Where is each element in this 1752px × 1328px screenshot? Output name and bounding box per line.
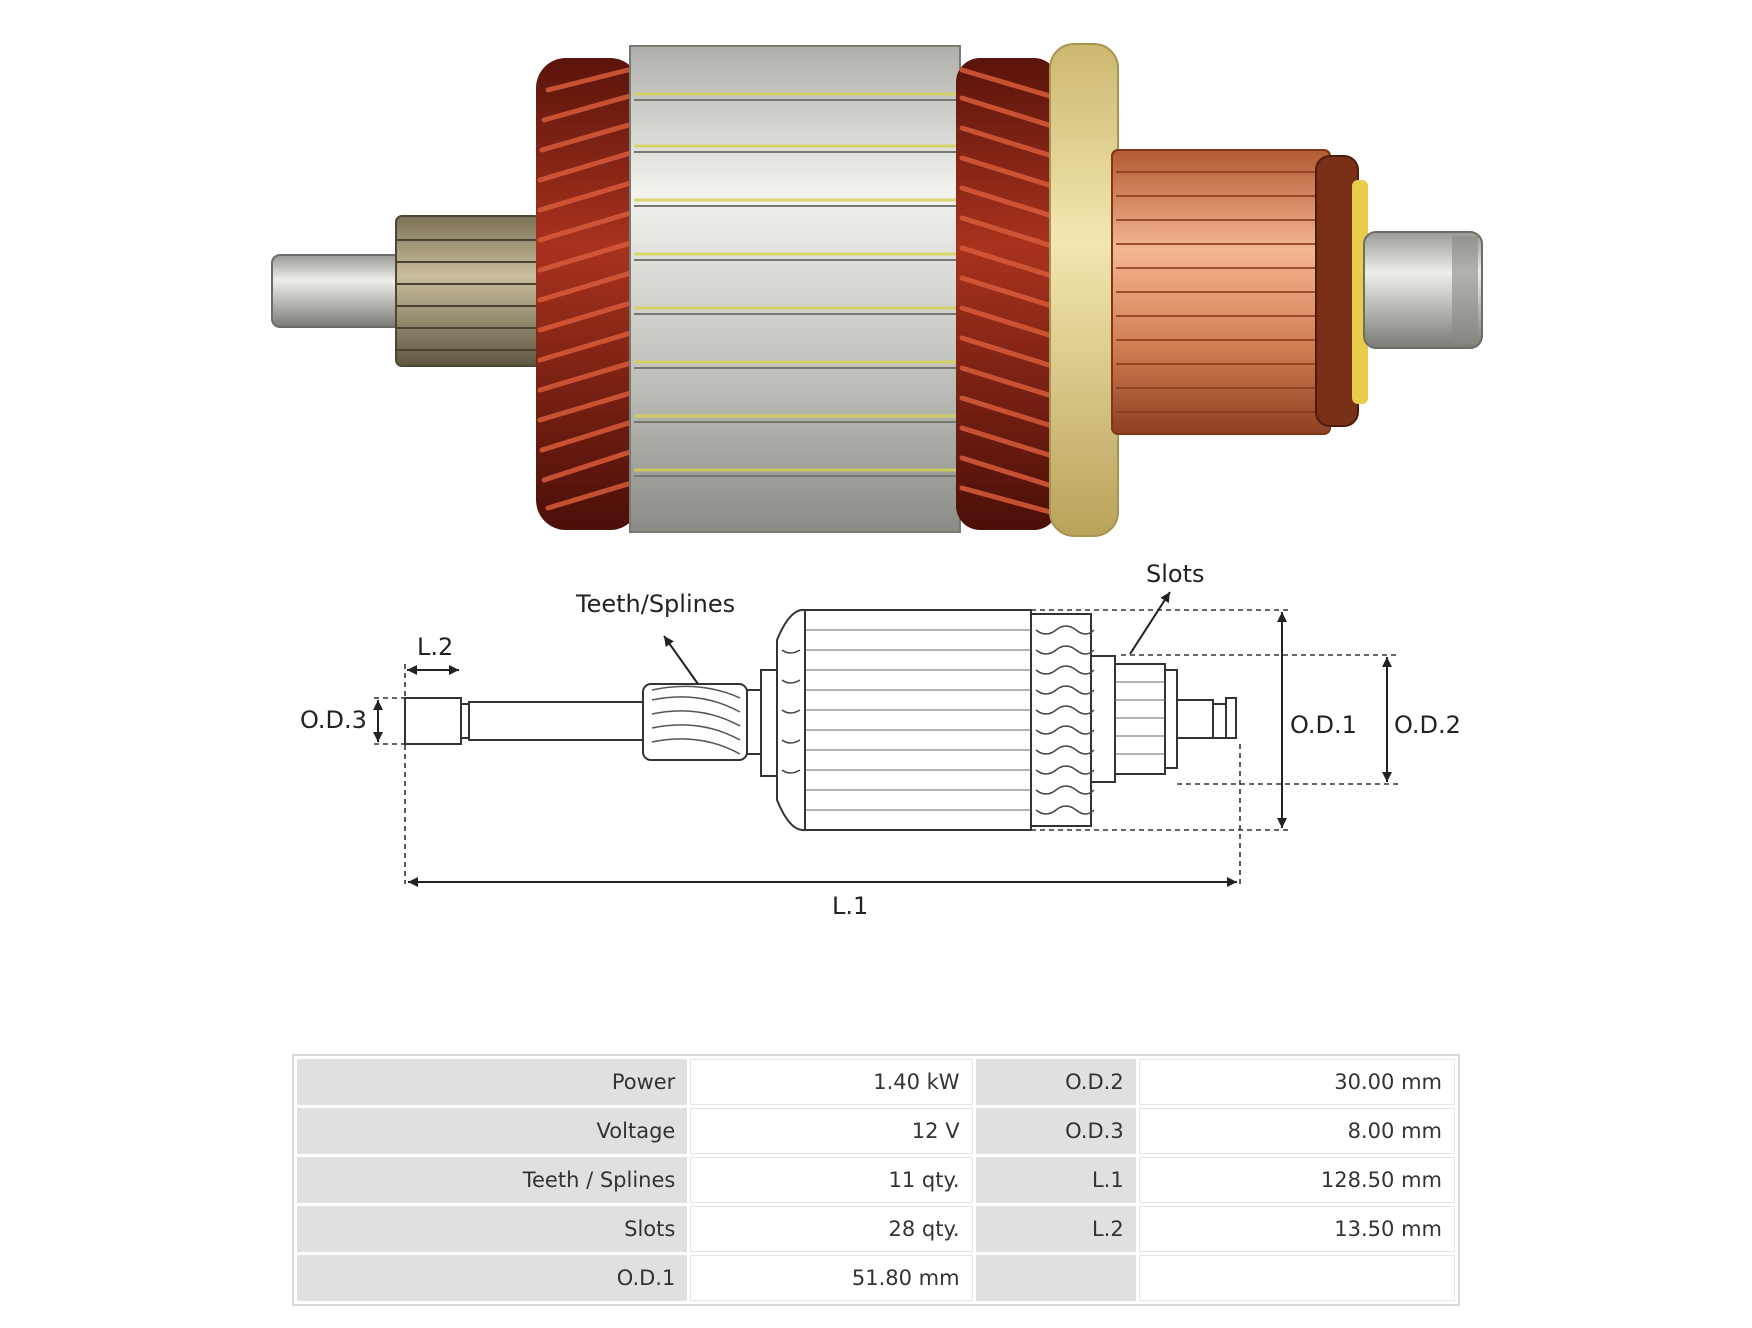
label-l2: L.2 <box>417 633 453 661</box>
spec-value: 128.50 mm <box>1138 1157 1455 1203</box>
spec-row: Voltage 12 V O.D.3 8.00 mm <box>297 1108 1455 1154</box>
dimension-drawing: Teeth/Splines Slots L.2 O.D.3 O.D.1 O.D.… <box>300 560 1461 920</box>
label-teeth-splines: Teeth/Splines <box>575 590 735 618</box>
spec-value: 11 qty. <box>690 1157 973 1203</box>
spec-value: 51.80 mm <box>690 1255 973 1301</box>
spec-key: O.D.2 <box>975 1059 1136 1105</box>
spec-value: 1.40 kW <box>690 1059 973 1105</box>
spec-value: 30.00 mm <box>1138 1059 1455 1105</box>
spec-row: O.D.1 51.80 mm <box>297 1255 1455 1301</box>
spec-value: 12 V <box>690 1108 973 1154</box>
spec-key: O.D.3 <box>975 1108 1136 1154</box>
spec-value: 8.00 mm <box>1138 1108 1455 1154</box>
spec-key: O.D.1 <box>297 1255 688 1301</box>
spec-row: Teeth / Splines 11 qty. L.1 128.50 mm <box>297 1157 1455 1203</box>
spec-key: Power <box>297 1059 688 1105</box>
spec-row: Slots 28 qty. L.2 13.50 mm <box>297 1206 1455 1252</box>
label-l1: L.1 <box>832 892 868 920</box>
spec-row: Power 1.40 kW O.D.2 30.00 mm <box>297 1059 1455 1105</box>
spec-key: Voltage <box>297 1108 688 1154</box>
armature-photo <box>271 43 1483 537</box>
label-od1: O.D.1 <box>1290 711 1357 739</box>
label-slots: Slots <box>1146 560 1205 588</box>
label-od3: O.D.3 <box>300 706 367 734</box>
spec-key <box>975 1255 1136 1301</box>
spec-value: 13.50 mm <box>1138 1206 1455 1252</box>
spec-value: 28 qty. <box>690 1206 973 1252</box>
spec-key: Slots <box>297 1206 688 1252</box>
spec-table: Power 1.40 kW O.D.2 30.00 mm Voltage 12 … <box>292 1054 1460 1306</box>
spec-value <box>1138 1255 1455 1301</box>
spec-key: L.1 <box>975 1157 1136 1203</box>
label-od2: O.D.2 <box>1394 711 1461 739</box>
spec-key: L.2 <box>975 1206 1136 1252</box>
spec-key: Teeth / Splines <box>297 1157 688 1203</box>
